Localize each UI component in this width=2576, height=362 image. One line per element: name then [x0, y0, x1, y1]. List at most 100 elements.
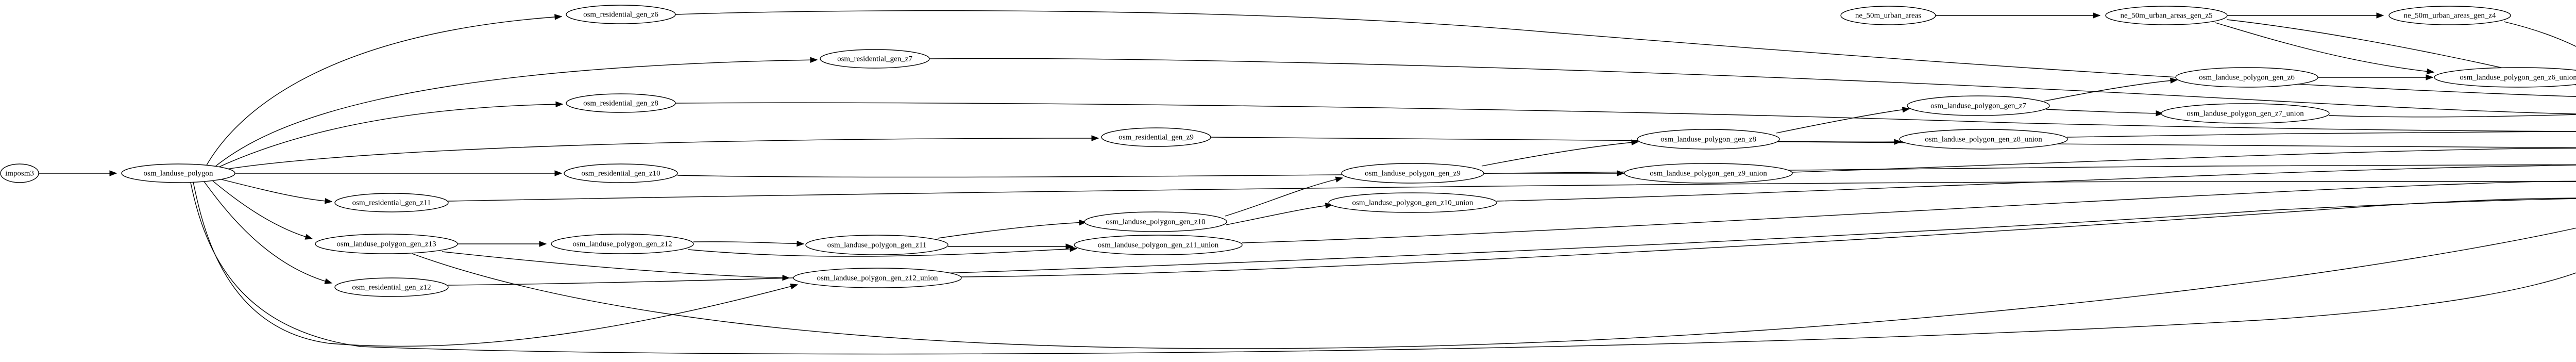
- graph-node-osm_landuse_polygon_gen_z11[interactable]: osm_landuse_polygon_gen_z11: [805, 235, 948, 255]
- node-ellipse[interactable]: [564, 163, 678, 183]
- node-ellipse[interactable]: [2434, 67, 2576, 88]
- graph-node-osm_residential_gen_z9[interactable]: osm_residential_gen_z9: [1101, 127, 1211, 147]
- edge-path: [213, 59, 818, 168]
- graph-edge: [1225, 176, 1344, 217]
- edge-path: [2503, 21, 2576, 47]
- node-ellipse[interactable]: [1084, 211, 1227, 232]
- graph-edge: [2227, 12, 2384, 19]
- node-label: ne_50m_urban_areas_gen_z5: [2120, 11, 2212, 20]
- node-ellipse[interactable]: [2175, 67, 2318, 88]
- graph-edge: [675, 102, 2576, 132]
- graph-node-osm_landuse_polygon_gen_z7_union[interactable]: osm_landuse_polygon_gen_z7_union: [2161, 103, 2330, 124]
- node-label: osm_landuse_polygon_gen_z9_union: [1650, 169, 1767, 177]
- graph-node-osm_residential_gen_z8[interactable]: osm_residential_gen_z8: [566, 93, 676, 113]
- graph-node-ne_50m_urban_areas_gen_z4[interactable]: ne_50m_urban_areas_gen_z4: [2388, 6, 2511, 25]
- graph-node-osm_landuse_polygon_gen_z6[interactable]: osm_landuse_polygon_gen_z6: [2175, 67, 2318, 88]
- edge-arrowhead-icon: [554, 170, 563, 176]
- graph-node-osm_residential_gen_z10[interactable]: osm_residential_gen_z10: [564, 163, 678, 183]
- graph-edge: [39, 170, 117, 176]
- edge-path: [226, 138, 1099, 170]
- node-ellipse[interactable]: [566, 5, 676, 24]
- node-ellipse[interactable]: [1328, 192, 1497, 213]
- node-ellipse[interactable]: [2388, 6, 2511, 25]
- edge-arrowhead-icon: [555, 101, 564, 107]
- graph-node-osm_landuse_polygon_gen_z12_union[interactable]: osm_landuse_polygon_gen_z12_union: [793, 268, 962, 288]
- node-ellipse[interactable]: [2161, 103, 2330, 124]
- graph-edge: [448, 181, 2576, 202]
- graph-node-ne_50m_urban_areas_gen_z5[interactable]: ne_50m_urban_areas_gen_z5: [2105, 6, 2228, 25]
- graph-node-ne_50m_urban_areas[interactable]: ne_50m_urban_areas: [1840, 6, 1936, 25]
- graph-edge: [675, 10, 2576, 97]
- node-label: osm_residential_gen_z7: [837, 55, 912, 63]
- node-label: osm_landuse_polygon_gen_z8_union: [1925, 135, 2042, 143]
- edge-path: [1778, 141, 1902, 143]
- node-ellipse[interactable]: [315, 234, 458, 254]
- node-ellipse[interactable]: [1624, 163, 1793, 184]
- graph-node-osm_residential_gen_z12[interactable]: osm_residential_gen_z12: [334, 277, 449, 297]
- node-ellipse[interactable]: [793, 268, 962, 288]
- node-label: osm_landuse_polygon_gen_z10: [1106, 218, 1205, 226]
- graph-node-imposm3[interactable]: imposm3: [0, 163, 39, 183]
- node-ellipse[interactable]: [551, 234, 694, 254]
- graph-node-osm_residential_gen_z6[interactable]: osm_residential_gen_z6: [566, 5, 676, 24]
- node-ellipse[interactable]: [1637, 129, 1780, 150]
- node-ellipse[interactable]: [805, 235, 948, 255]
- edge-arrowhead-icon: [2156, 110, 2164, 117]
- graph-node-osm_landuse_polygon_gen_z12[interactable]: osm_landuse_polygon_gen_z12: [551, 234, 694, 254]
- node-ellipse[interactable]: [334, 277, 449, 297]
- node-ellipse[interactable]: [334, 193, 449, 212]
- graph-node-osm_landuse_polygon_gen_z10[interactable]: osm_landuse_polygon_gen_z10: [1084, 211, 1227, 232]
- edge-path: [929, 58, 2576, 114]
- graph-edge: [1226, 203, 1333, 225]
- node-ellipse[interactable]: [1899, 129, 2068, 150]
- node-ellipse[interactable]: [1907, 95, 2050, 116]
- graph-node-osm_landuse_polygon_gen_z13[interactable]: osm_landuse_polygon_gen_z13: [315, 234, 458, 254]
- node-label: osm_landuse_polygon: [144, 169, 213, 177]
- node-label: osm_landuse_polygon_gen_z6_union: [2460, 73, 2576, 81]
- graph-node-osm_landuse_polygon_gen_z8_union[interactable]: osm_landuse_polygon_gen_z8_union: [1899, 129, 2068, 150]
- node-label: osm_residential_gen_z11: [352, 199, 431, 207]
- node-label: osm_landuse_polygon_gen_z12_union: [817, 274, 938, 282]
- graph-node-osm_landuse_polygon[interactable]: osm_landuse_polygon: [121, 163, 235, 183]
- edge-path: [206, 16, 562, 167]
- edge-path: [688, 248, 1077, 257]
- graph-edge: [1242, 180, 2576, 243]
- edge-path: [1226, 204, 1333, 225]
- graph-node-osm_landuse_polygon_gen_z9_union[interactable]: osm_landuse_polygon_gen_z9_union: [1624, 163, 1793, 184]
- edge-arrowhead-icon: [796, 240, 805, 247]
- node-ellipse[interactable]: [2105, 6, 2228, 25]
- node-ellipse[interactable]: [121, 163, 235, 183]
- graph-node-osm_landuse_polygon_gen_z9[interactable]: osm_landuse_polygon_gen_z9: [1341, 163, 1484, 184]
- node-label: ne_50m_urban_areas_gen_z4: [2403, 11, 2496, 20]
- graph-edge: [1481, 139, 1639, 167]
- graph-node-osm_landuse_polygon_gen_z6_union[interactable]: osm_landuse_polygon_gen_z6_union: [2434, 67, 2576, 88]
- edge-arrowhead-icon: [1631, 139, 1639, 145]
- node-label: osm_landuse_polygon_gen_z11: [827, 241, 927, 249]
- node-ellipse[interactable]: [1101, 127, 1211, 147]
- edge-arrowhead-icon: [2093, 12, 2101, 19]
- node-ellipse[interactable]: [566, 93, 676, 113]
- graph-edge: [1792, 147, 2576, 173]
- node-ellipse[interactable]: [1840, 6, 1936, 25]
- node-ellipse[interactable]: [1074, 235, 1243, 255]
- edge-arrowhead-icon: [2426, 74, 2434, 80]
- edge-path: [212, 180, 313, 239]
- node-ellipse[interactable]: [820, 49, 930, 69]
- graph-node-osm_residential_gen_z11[interactable]: osm_residential_gen_z11: [334, 193, 449, 212]
- node-label: imposm3: [5, 169, 34, 177]
- graph-node-osm_landuse_polygon_gen_z11_union[interactable]: osm_landuse_polygon_gen_z11_union: [1074, 235, 1243, 255]
- graph-edge: [1496, 164, 2576, 202]
- edge-arrowhead-icon: [1902, 107, 1910, 113]
- graph-node-osm_landuse_polygon_gen_z10_union[interactable]: osm_landuse_polygon_gen_z10_union: [1328, 192, 1497, 213]
- node-ellipse[interactable]: [0, 163, 39, 183]
- node-label: osm_landuse_polygon_gen_z13: [336, 240, 436, 248]
- graph-node-osm_landuse_polygon_gen_z8[interactable]: osm_landuse_polygon_gen_z8: [1637, 129, 1780, 150]
- edge-path: [2044, 79, 2178, 102]
- graph-node-osm_residential_gen_z7[interactable]: osm_residential_gen_z7: [820, 49, 930, 69]
- nodes-layer: imposm3 osm_landuse_polygon osm_residentia…: [0, 5, 2576, 297]
- graph-node-osm_landuse_polygon_gen_z7[interactable]: osm_landuse_polygon_gen_z7: [1907, 95, 2050, 116]
- edge-path: [693, 241, 804, 244]
- edges-layer: [39, 10, 2576, 355]
- node-ellipse[interactable]: [1341, 163, 1484, 184]
- graph-edge: [1936, 12, 2101, 19]
